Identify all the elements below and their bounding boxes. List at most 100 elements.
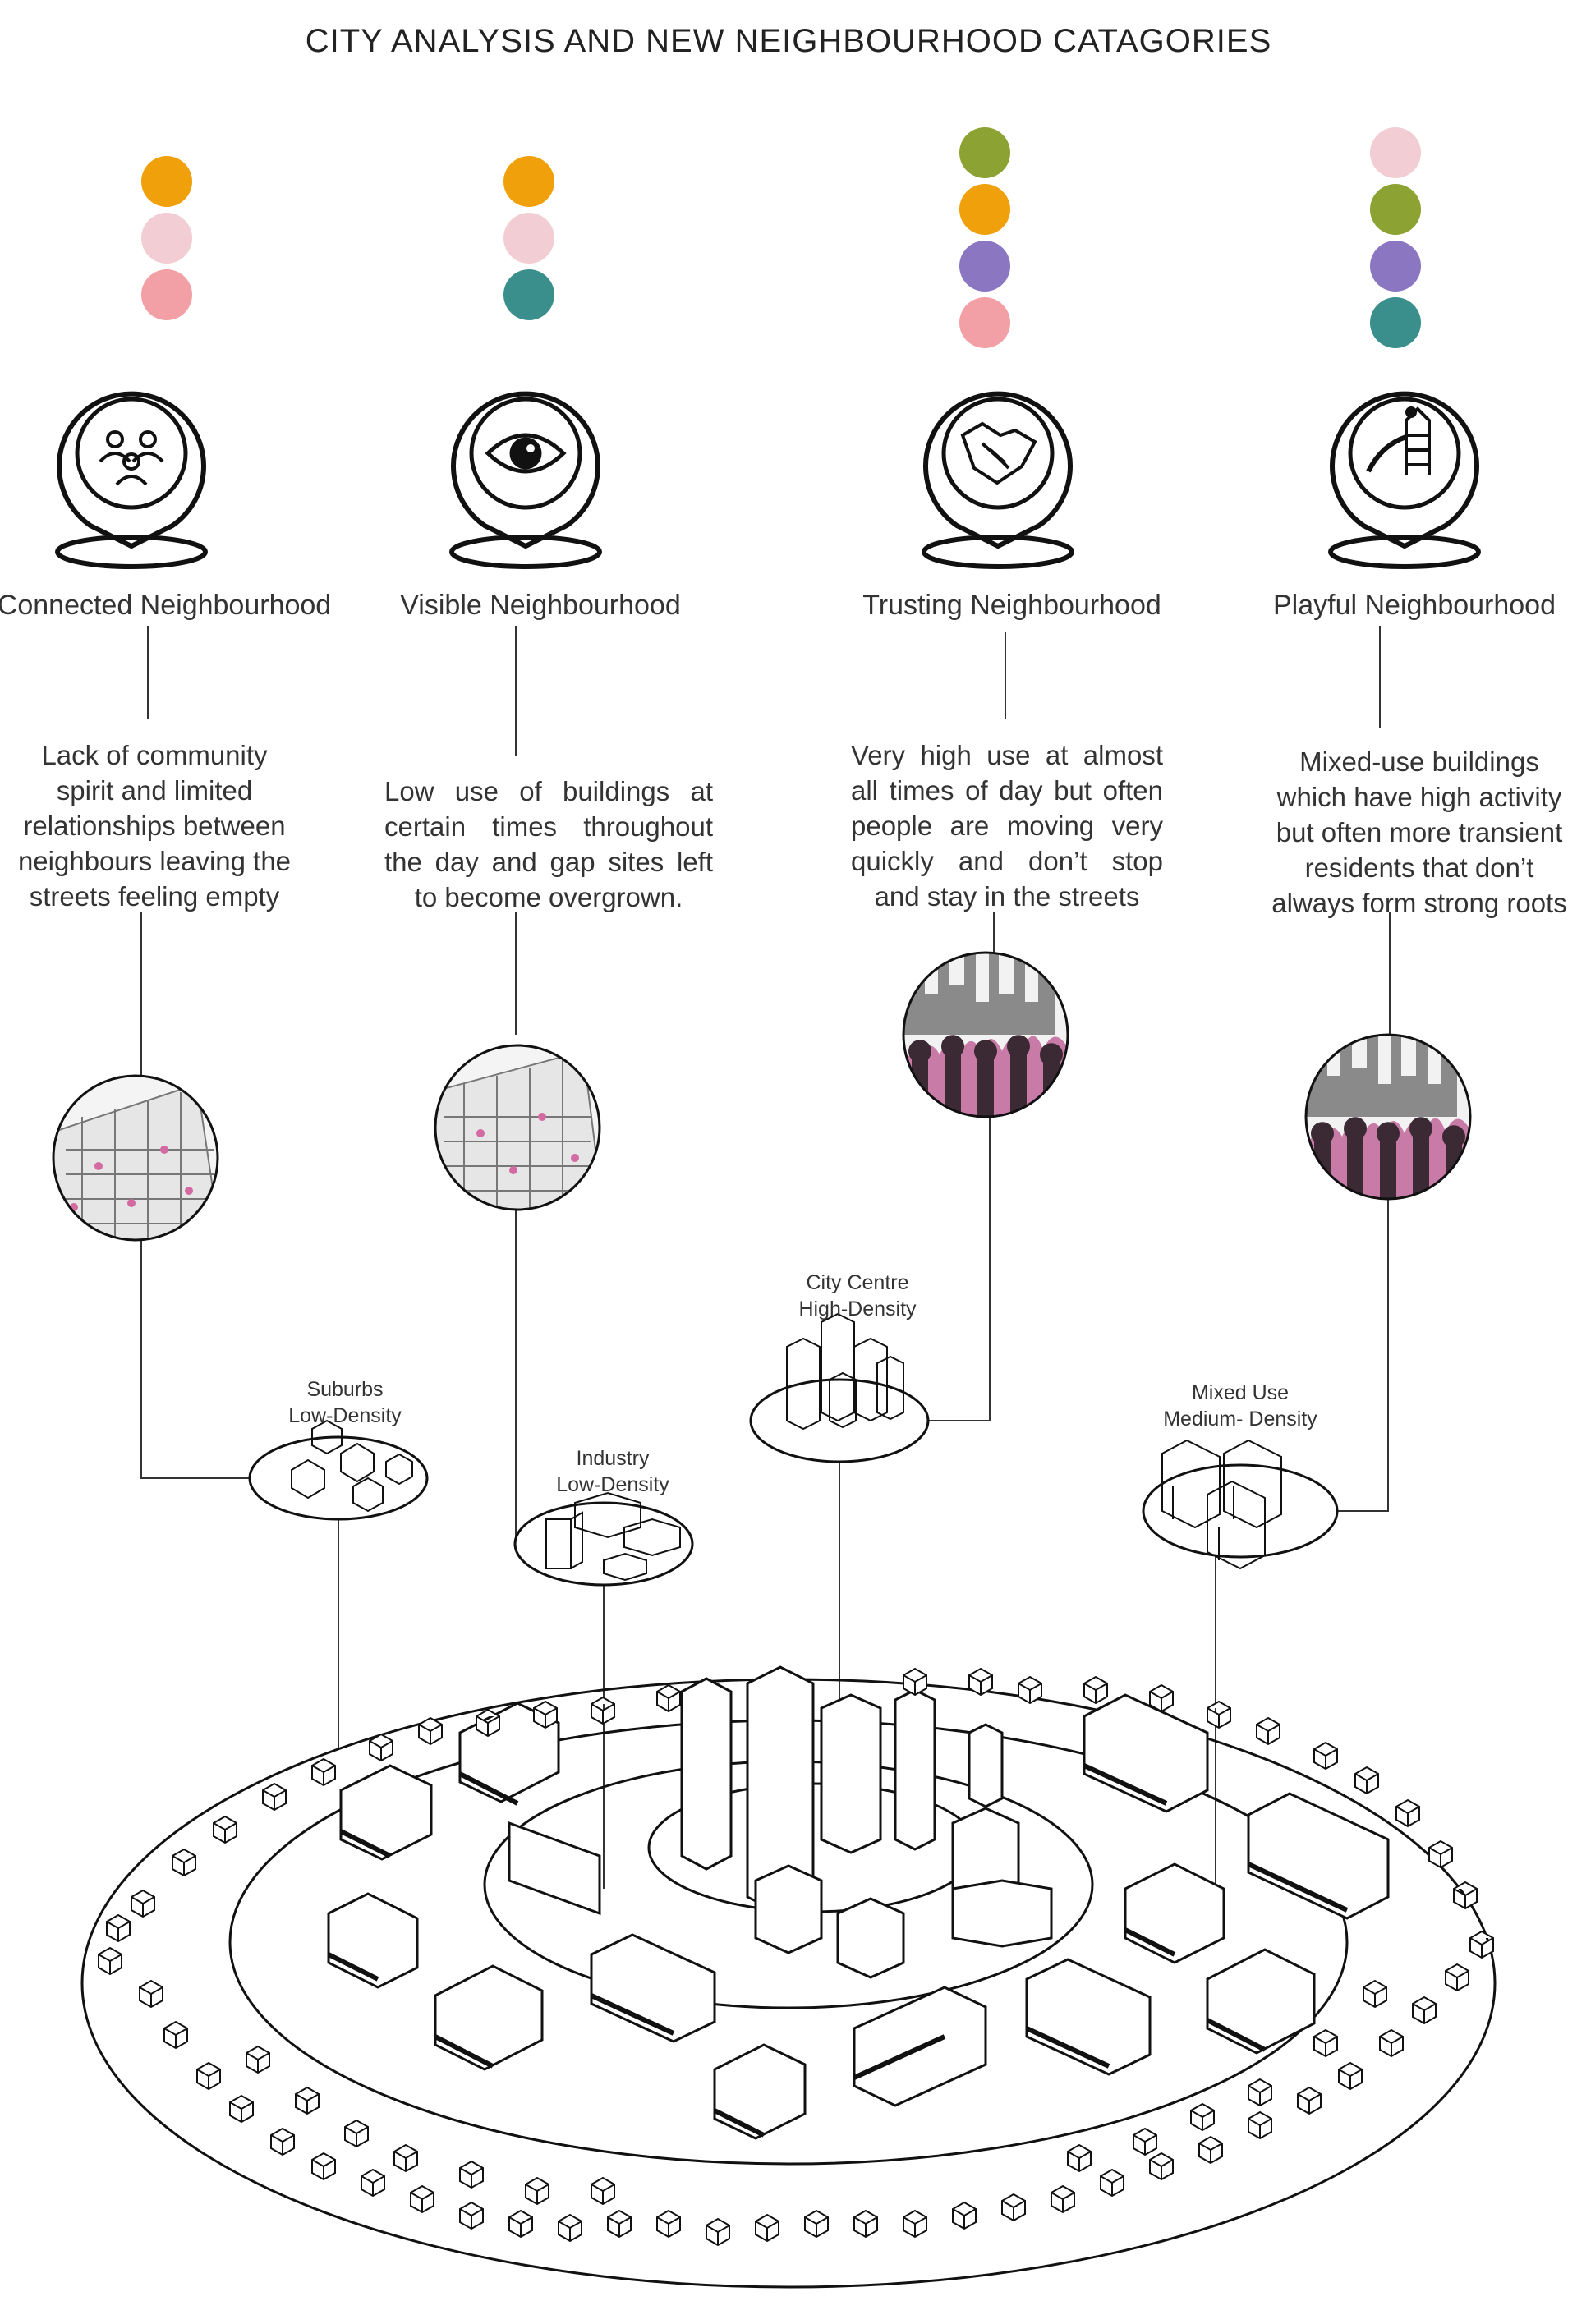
house-cube xyxy=(410,2184,434,2214)
house-cubes xyxy=(98,1667,1494,2247)
zone-label-line1: Industry xyxy=(576,1447,650,1470)
house-cube xyxy=(1453,1881,1478,1910)
category-4-dot-1 xyxy=(1370,127,1421,178)
pin-marker xyxy=(1328,391,1481,569)
house-cube xyxy=(1395,1798,1420,1828)
zone-label-line2: High-Density xyxy=(798,1297,917,1320)
zone-label-industry: Industry Low-Density xyxy=(506,1445,720,1498)
pin-inner-circle xyxy=(1348,397,1461,510)
house-cube xyxy=(172,1848,196,1877)
connector-line xyxy=(928,1117,991,1421)
house-cube xyxy=(1354,1766,1379,1795)
photo-circle-visible xyxy=(434,1044,601,1211)
house-cube xyxy=(903,2209,927,2239)
pin-marker xyxy=(922,391,1074,569)
category-4-dot-3 xyxy=(1370,241,1421,292)
house-cube xyxy=(393,2143,418,2173)
house-cube xyxy=(1207,1700,1231,1729)
house-cube xyxy=(1256,1716,1280,1746)
zone-ellipse-suburbs xyxy=(248,1419,429,1521)
house-cube xyxy=(1051,2184,1075,2214)
house-cube xyxy=(1190,2102,1215,2132)
house-cube xyxy=(459,2201,484,2230)
zone-label-suburbs: Suburbs Low-Density xyxy=(238,1376,452,1429)
playground-slide-icon xyxy=(1366,406,1431,475)
house-cube xyxy=(656,2209,681,2239)
house-cube xyxy=(229,2094,254,2124)
central-towers xyxy=(508,1665,1053,1979)
house-cube xyxy=(1297,2086,1322,2115)
house-cube xyxy=(1018,1675,1042,1705)
house-cube xyxy=(1100,2168,1124,2198)
house-cube xyxy=(344,2119,369,2148)
pin-marker xyxy=(55,391,208,569)
pin-base xyxy=(55,535,208,569)
house-cube xyxy=(1149,2152,1174,2181)
zone-ellipse-industry xyxy=(513,1491,694,1587)
house-cube xyxy=(1338,2061,1363,2091)
pin-base xyxy=(922,535,1074,569)
house-cube xyxy=(131,1889,155,1918)
house-cube xyxy=(1469,1930,1494,1959)
category-3-dot-3 xyxy=(959,241,1010,292)
pin-inner-circle xyxy=(75,397,188,510)
zone-ellipse-city-centre xyxy=(749,1312,930,1463)
house-cube xyxy=(1198,2135,1223,2165)
photo-circle-playful xyxy=(1304,1033,1472,1201)
pin-base xyxy=(1328,535,1481,569)
category-name-trusting: Trusting Neighbourhood xyxy=(862,590,1161,621)
zone-label-line2: Low-Density xyxy=(556,1473,669,1496)
category-description-trusting: Very high use at almost all times of day… xyxy=(851,740,1163,912)
people-network-icon xyxy=(99,430,164,486)
zone-label-mixed-use: Mixed Use Medium- Density xyxy=(1133,1380,1347,1432)
house-cube xyxy=(1313,1741,1338,1771)
category-4-dot-2 xyxy=(1370,184,1421,235)
house-cube xyxy=(1083,1675,1108,1705)
category-4-dot-4 xyxy=(1370,297,1421,348)
house-cube xyxy=(213,1815,237,1844)
house-cube xyxy=(558,2213,582,2243)
photo-circle-connected xyxy=(52,1074,219,1242)
house-cube xyxy=(1428,1839,1453,1869)
zone-label-line1: Mixed Use xyxy=(1191,1381,1290,1404)
category-2-dot-1 xyxy=(503,156,554,207)
house-cube xyxy=(106,1913,131,1943)
house-cube xyxy=(418,1716,443,1746)
house-cube xyxy=(295,2086,320,2115)
zone-label-line1: Suburbs xyxy=(306,1378,384,1401)
photo-circle-trusting xyxy=(902,951,1069,1118)
house-cube xyxy=(1248,2078,1272,2107)
category-name-connected: Connected Neighbourhood xyxy=(0,590,332,621)
house-cube xyxy=(246,2045,270,2074)
house-cube xyxy=(459,2160,484,2189)
house-cube xyxy=(311,1757,336,1787)
house-cube xyxy=(952,2201,977,2230)
zone-label-city-centre: City Centre High-Density xyxy=(751,1270,964,1322)
house-cube xyxy=(525,2176,549,2206)
category-2-dot-3 xyxy=(503,269,554,320)
house-cube xyxy=(262,1782,287,1812)
house-cube xyxy=(1412,1996,1437,2025)
house-cube xyxy=(163,2020,188,2050)
house-cube xyxy=(533,1700,558,1729)
house-cube xyxy=(508,2209,533,2239)
house-cube xyxy=(311,2152,336,2181)
house-cube xyxy=(270,2127,295,2156)
connector-lines xyxy=(140,626,1391,1930)
eye-icon xyxy=(485,433,567,474)
connector-line xyxy=(140,1240,251,1479)
house-cube xyxy=(476,1708,500,1738)
house-cube xyxy=(98,1946,122,1976)
category-description-connected: Lack of community spirit and limited rel… xyxy=(17,740,292,912)
pin-shape xyxy=(923,391,1073,549)
block-buildings xyxy=(327,1693,1390,2140)
category-1-dot-1 xyxy=(141,156,192,207)
house-cube xyxy=(1133,2127,1157,2156)
house-cube xyxy=(591,2176,615,2206)
house-cube xyxy=(1379,2028,1404,2058)
page-title: CITY ANALYSIS AND NEW NEIGHBOURHOOD CATA… xyxy=(305,23,1272,59)
category-3-dot-1 xyxy=(959,127,1010,178)
house-cube xyxy=(804,2209,829,2239)
